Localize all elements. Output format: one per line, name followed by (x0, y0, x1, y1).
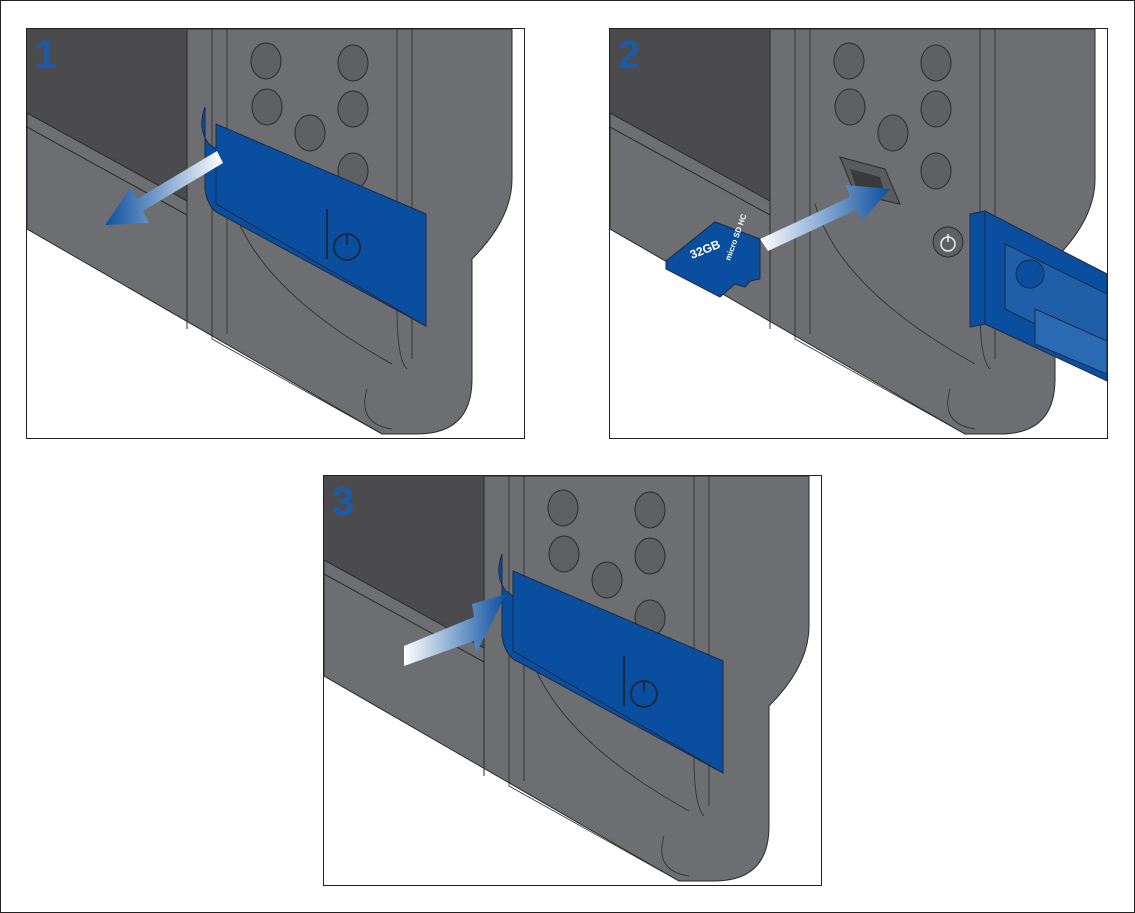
microsd-card: 32GB micro SD HC (665, 212, 761, 298)
step-number: 1 (35, 33, 58, 77)
device-illustration: 32GB micro SD HC (610, 29, 1107, 435)
step-3-panel: 3 (323, 475, 822, 886)
step-number: 2 (618, 33, 641, 77)
device-illustration (27, 29, 513, 435)
push-arrow-icon (404, 594, 506, 666)
device-illustration (324, 476, 810, 882)
step-1-panel: 1 (26, 28, 525, 439)
power-button-icon (932, 226, 964, 258)
pull-arrow-icon (105, 151, 223, 225)
insert-arrow-icon (760, 185, 890, 251)
blue-flap-open (969, 210, 1107, 382)
step-number: 3 (332, 480, 355, 524)
step-2-panel: 32GB micro SD HC 2 (609, 28, 1108, 439)
